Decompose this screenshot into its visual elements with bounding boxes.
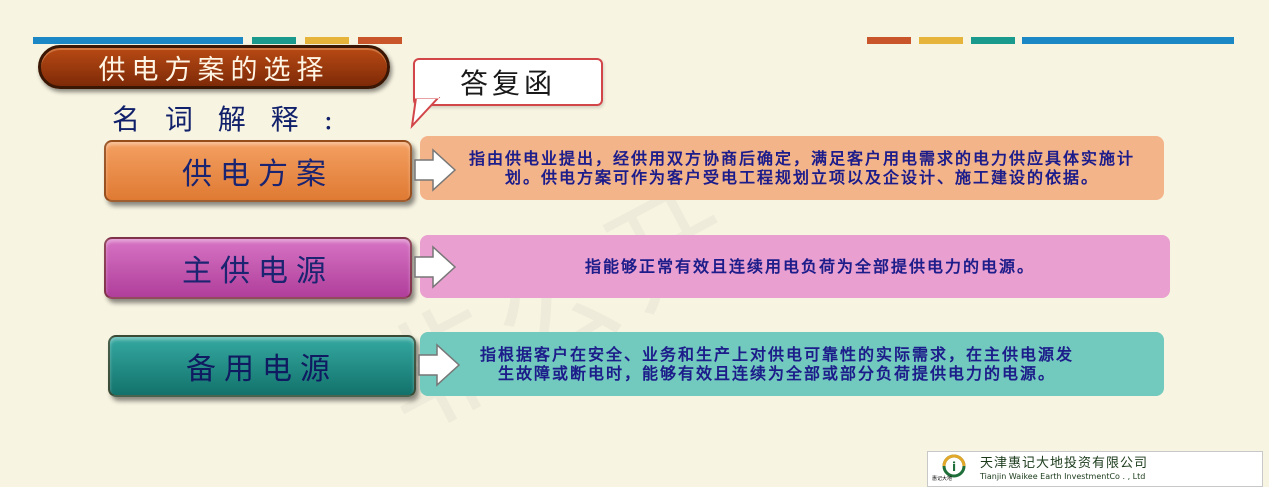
top-bar-left-blue <box>33 37 243 44</box>
page-title: 供电方案的选择 <box>38 45 390 89</box>
arrow-right-icon <box>414 245 457 289</box>
speech-bubble-tail-icon <box>410 95 441 130</box>
company-name-block: 天津惠记大地投资有限公司 Tianjin Waikee Earth Invest… <box>980 456 1148 482</box>
reply-letter-bubble: 答复函 <box>413 58 603 106</box>
desc-power-supply-plan: 指由供电业提出，经供用双方协商后确定，满足客户用电需求的电力供应具体实施计划。供… <box>420 136 1164 200</box>
company-footer: i 惠记大地 天津惠记大地投资有限公司 Tianjin Waikee Earth… <box>927 451 1263 487</box>
top-bar-right-yellow <box>919 37 963 44</box>
top-bar-left-teal <box>252 37 296 44</box>
label-main-power-source: 主供电源 <box>104 237 412 299</box>
company-name-cn: 天津惠记大地投资有限公司 <box>980 456 1149 471</box>
desc-main-power-source: 指能够正常有效且连续用电负荷为全部提供电力的电源。 <box>420 235 1170 298</box>
top-bar-left-orange <box>358 37 402 44</box>
label-power-supply-plan: 供电方案 <box>104 140 412 202</box>
company-logo-icon: i 惠记大地 <box>928 452 980 486</box>
subheading: 名 词 解 释 : <box>112 103 342 136</box>
company-name-en: Tianjin Waikee Earth InvestmentCo . , Lt… <box>980 472 1146 481</box>
label-backup-power-source: 备用电源 <box>108 335 416 397</box>
arrow-right-icon <box>418 343 461 387</box>
svg-text:i: i <box>952 460 956 474</box>
top-bar-right-teal <box>971 37 1015 44</box>
desc-backup-power-source: 指根据客户在安全、业务和生产上对供电可靠性的实际需求，在主供电源发生故障或断电时… <box>420 332 1164 396</box>
arrow-right-icon <box>414 148 457 192</box>
logo-caption: 惠记大地 <box>932 476 953 482</box>
top-bar-right-blue <box>1022 37 1234 44</box>
top-bar-right-orange <box>867 37 911 44</box>
top-bar-left-yellow <box>305 37 349 44</box>
